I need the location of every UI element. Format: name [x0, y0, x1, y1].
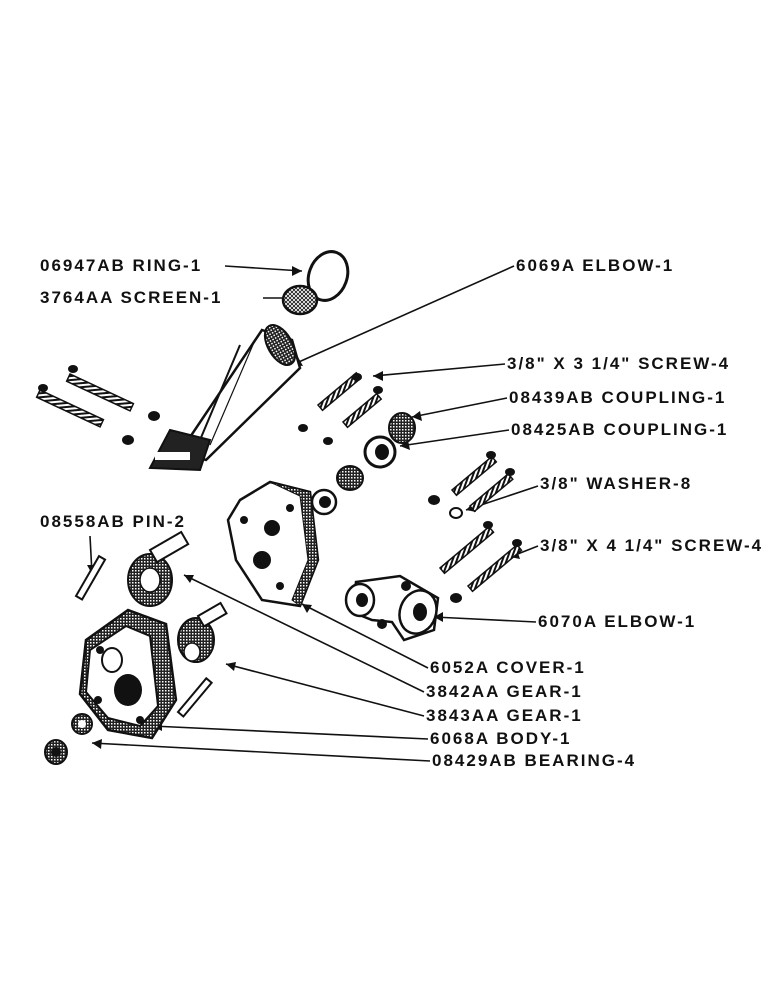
- bearing-parts: [44, 713, 93, 765]
- callout-pin: 08558AB PIN-2: [40, 512, 187, 531]
- leader-screw-3-25: [372, 363, 506, 377]
- washer-parts: [428, 495, 463, 603]
- leader-gear-b: [225, 663, 425, 717]
- elbow-side-part: [344, 574, 440, 642]
- leader-elbow-side: [433, 616, 537, 623]
- callout-screw-4-25: 3/8" X 4 1/4" SCREW-4: [540, 536, 764, 555]
- callout-screw-3-25: 3/8" X 3 1/4" SCREW-4: [507, 354, 731, 373]
- callout-coupling-b: 08425AB COUPLING-1: [511, 420, 729, 439]
- callout-gear-b: 3843AA GEAR-1: [426, 706, 583, 725]
- callout-ring: 06947AB RING-1: [40, 256, 203, 275]
- callout-screen: 3764AA SCREEN-1: [40, 288, 223, 307]
- callout-washer: 3/8" WASHER-8: [540, 474, 693, 493]
- callout-elbow-side: 6070A ELBOW-1: [538, 612, 697, 631]
- callout-elbow-top: 6069A ELBOW-1: [516, 256, 675, 275]
- leader-body: [151, 725, 429, 740]
- leader-coupling-b: [399, 429, 510, 447]
- right-screws: [438, 451, 523, 593]
- leader-cover: [301, 603, 429, 669]
- screen-part: [281, 284, 319, 316]
- cover-part: [226, 480, 320, 608]
- ring-part: [306, 250, 350, 302]
- leader-gear-a: [183, 574, 425, 693]
- leader-ring: [224, 265, 303, 272]
- gear-a-part: [127, 530, 190, 607]
- leader-lines: [89, 265, 539, 762]
- gear-b-part: [177, 601, 228, 663]
- callout-cover: 6052A COVER-1: [430, 658, 586, 677]
- pin-parts: [74, 554, 214, 718]
- callout-body: 6068A BODY-1: [430, 729, 572, 748]
- callout-gear-a: 3842AA GEAR-1: [426, 682, 583, 701]
- callout-coupling-a: 08439AB COUPLING-1: [509, 388, 727, 407]
- body-part: [78, 608, 178, 740]
- screw-3-25-parts: [298, 371, 383, 445]
- leader-coupling-a: [411, 397, 508, 418]
- elbow-top-part: [148, 324, 302, 472]
- leader-bearing: [91, 742, 431, 762]
- leader-elbow-top: [291, 265, 515, 366]
- coupling-parts: [310, 412, 416, 516]
- left-screws: [35, 365, 160, 445]
- callout-bearing: 08429AB BEARING-4: [432, 751, 637, 770]
